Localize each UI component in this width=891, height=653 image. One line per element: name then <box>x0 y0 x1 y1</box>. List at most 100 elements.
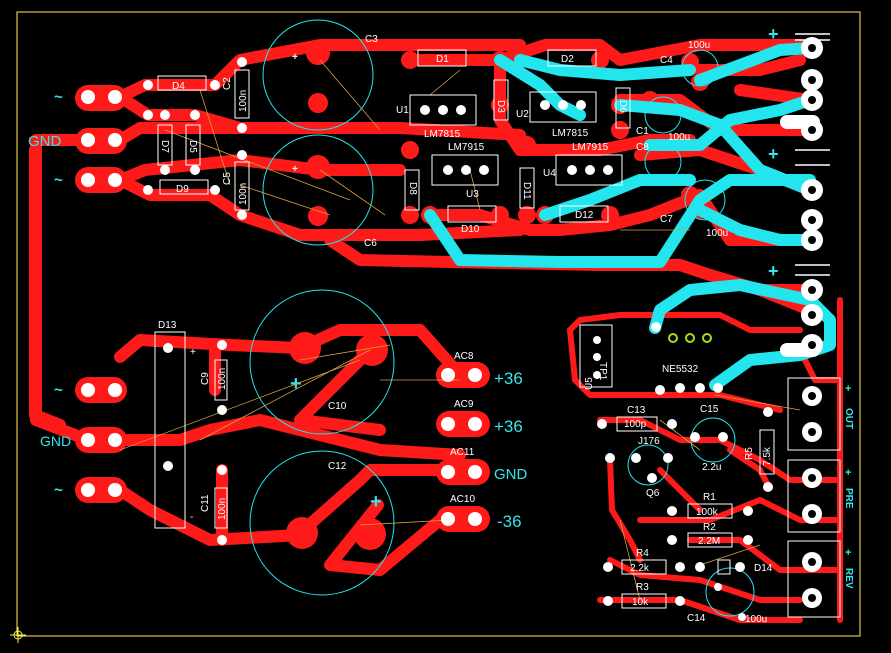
svg-text:100u: 100u <box>688 40 710 51</box>
svg-text:U4: U4 <box>543 168 556 179</box>
svg-text:100u: 100u <box>668 132 690 143</box>
c3-label: C3 <box>365 34 378 45</box>
svg-text:100n: 100n <box>238 90 249 112</box>
svg-text:+: + <box>190 347 196 358</box>
svg-text:D8: D8 <box>407 182 418 195</box>
svg-text:+: + <box>845 467 851 479</box>
svg-text:C7: C7 <box>660 214 673 225</box>
svg-text:AC11: AC11 <box>450 447 475 458</box>
svg-text:LM7915: LM7915 <box>572 142 609 153</box>
svg-text:7.5k: 7.5k <box>762 446 773 466</box>
svg-text:D1: D1 <box>436 54 449 65</box>
svg-text:100n: 100n <box>238 183 249 205</box>
pre-label: PRE <box>843 488 854 509</box>
svg-text:D11: D11 <box>521 182 532 200</box>
svg-text:C13: C13 <box>627 405 646 416</box>
c6-label: C6 <box>364 238 377 249</box>
svg-text:+: + <box>845 383 851 395</box>
output-labels: + + + OUT PRE REV <box>843 383 854 589</box>
silkscreen-text: C3 C6 C10 C12 D4 D1 D2 D3 D5 D6 D7 D8 D9… <box>158 34 773 625</box>
svg-text:100k: 100k <box>696 507 719 518</box>
svg-text:C15: C15 <box>700 404 719 415</box>
out-label: OUT <box>843 408 854 429</box>
v-gnd: GND <box>494 466 528 483</box>
silkscreen-outlines <box>154 49 775 609</box>
ac-in-2: ~ <box>54 172 63 189</box>
cap-outlines <box>249 19 755 617</box>
svg-text:-: - <box>190 512 193 523</box>
svg-text:R2: R2 <box>703 522 716 533</box>
svg-text:U1: U1 <box>396 105 409 116</box>
svg-text:R5: R5 <box>744 447 755 460</box>
svg-text:R3: R3 <box>636 582 649 593</box>
svg-text:+: + <box>370 491 382 513</box>
svg-text:D13: D13 <box>158 320 177 331</box>
svg-text:C8: C8 <box>636 142 649 153</box>
cyan-labels: ~ GND ~ ~ GND ~ +36 +36 GND -36 <box>28 89 528 531</box>
svg-text:100p: 100p <box>624 419 647 430</box>
svg-text:2.2u: 2.2u <box>702 462 721 473</box>
gnd-in-1: GND <box>28 133 62 150</box>
svg-text:D3: D3 <box>495 100 506 113</box>
ac-in-1: ~ <box>54 89 63 106</box>
gnd-in-2: GND <box>40 433 71 449</box>
svg-text:C14: C14 <box>687 613 706 624</box>
svg-text:U5: U5 <box>584 377 595 390</box>
svg-text:+: + <box>768 24 779 44</box>
svg-text:D5: D5 <box>187 140 198 153</box>
svg-text:D2: D2 <box>561 54 574 65</box>
bottom-copper-traces <box>424 42 836 391</box>
c12-label: C12 <box>328 461 347 472</box>
svg-text:2.2M: 2.2M <box>698 536 720 547</box>
svg-text:C1: C1 <box>636 126 649 137</box>
svg-text:D12: D12 <box>575 210 594 221</box>
svg-text:D10: D10 <box>461 224 480 235</box>
svg-text:D7: D7 <box>159 140 170 153</box>
green-vias <box>668 333 712 343</box>
output-connectors <box>787 377 841 618</box>
svg-text:100n: 100n <box>217 368 228 390</box>
silkscreen-pads <box>81 57 773 621</box>
svg-text:LM7915: LM7915 <box>448 142 485 153</box>
origin-marker <box>10 627 26 643</box>
svg-text:D6: D6 <box>617 100 628 113</box>
svg-text:R4: R4 <box>636 548 649 559</box>
svg-text:LM7815: LM7815 <box>552 128 589 139</box>
svg-text:AC9: AC9 <box>454 399 474 410</box>
svg-text:+: + <box>768 261 779 281</box>
svg-text:+: + <box>845 547 851 559</box>
svg-text:C2: C2 <box>222 77 233 90</box>
svg-text:C11: C11 <box>200 494 211 512</box>
svg-text:2.2k: 2.2k <box>630 563 650 574</box>
board-outline <box>16 11 861 637</box>
svg-text:C4: C4 <box>660 55 673 66</box>
rev-label: REV <box>843 568 854 589</box>
svg-text:U2: U2 <box>516 109 529 120</box>
svg-text:D4: D4 <box>172 81 185 92</box>
svg-text:C5: C5 <box>222 172 233 185</box>
svg-text:TP1: TP1 <box>597 362 608 381</box>
svg-text:D14: D14 <box>754 563 773 574</box>
v-plus36-a: +36 <box>494 369 523 388</box>
svg-text:R1: R1 <box>703 492 716 503</box>
svg-text:10k: 10k <box>632 597 649 608</box>
svg-text:LM7815: LM7815 <box>424 129 461 140</box>
v-plus36-b: +36 <box>494 417 523 436</box>
svg-text:NE5532: NE5532 <box>662 364 699 375</box>
svg-text:+: + <box>292 164 298 175</box>
svg-text:100n: 100n <box>217 498 228 520</box>
svg-text:100u: 100u <box>706 228 728 239</box>
svg-text:+: + <box>768 144 779 164</box>
svg-text:D9: D9 <box>176 184 189 195</box>
svg-text:U3: U3 <box>466 189 479 200</box>
svg-text:AC8: AC8 <box>454 351 474 362</box>
svg-text:+: + <box>292 52 298 63</box>
right-terminal-strip <box>780 33 830 357</box>
v-minus36: -36 <box>497 512 522 531</box>
ac-in-3: ~ <box>54 382 63 399</box>
ratsnest <box>119 59 801 601</box>
c10-label: C10 <box>328 401 347 412</box>
svg-text:J176: J176 <box>638 436 660 447</box>
svg-text:AC10: AC10 <box>450 494 475 505</box>
